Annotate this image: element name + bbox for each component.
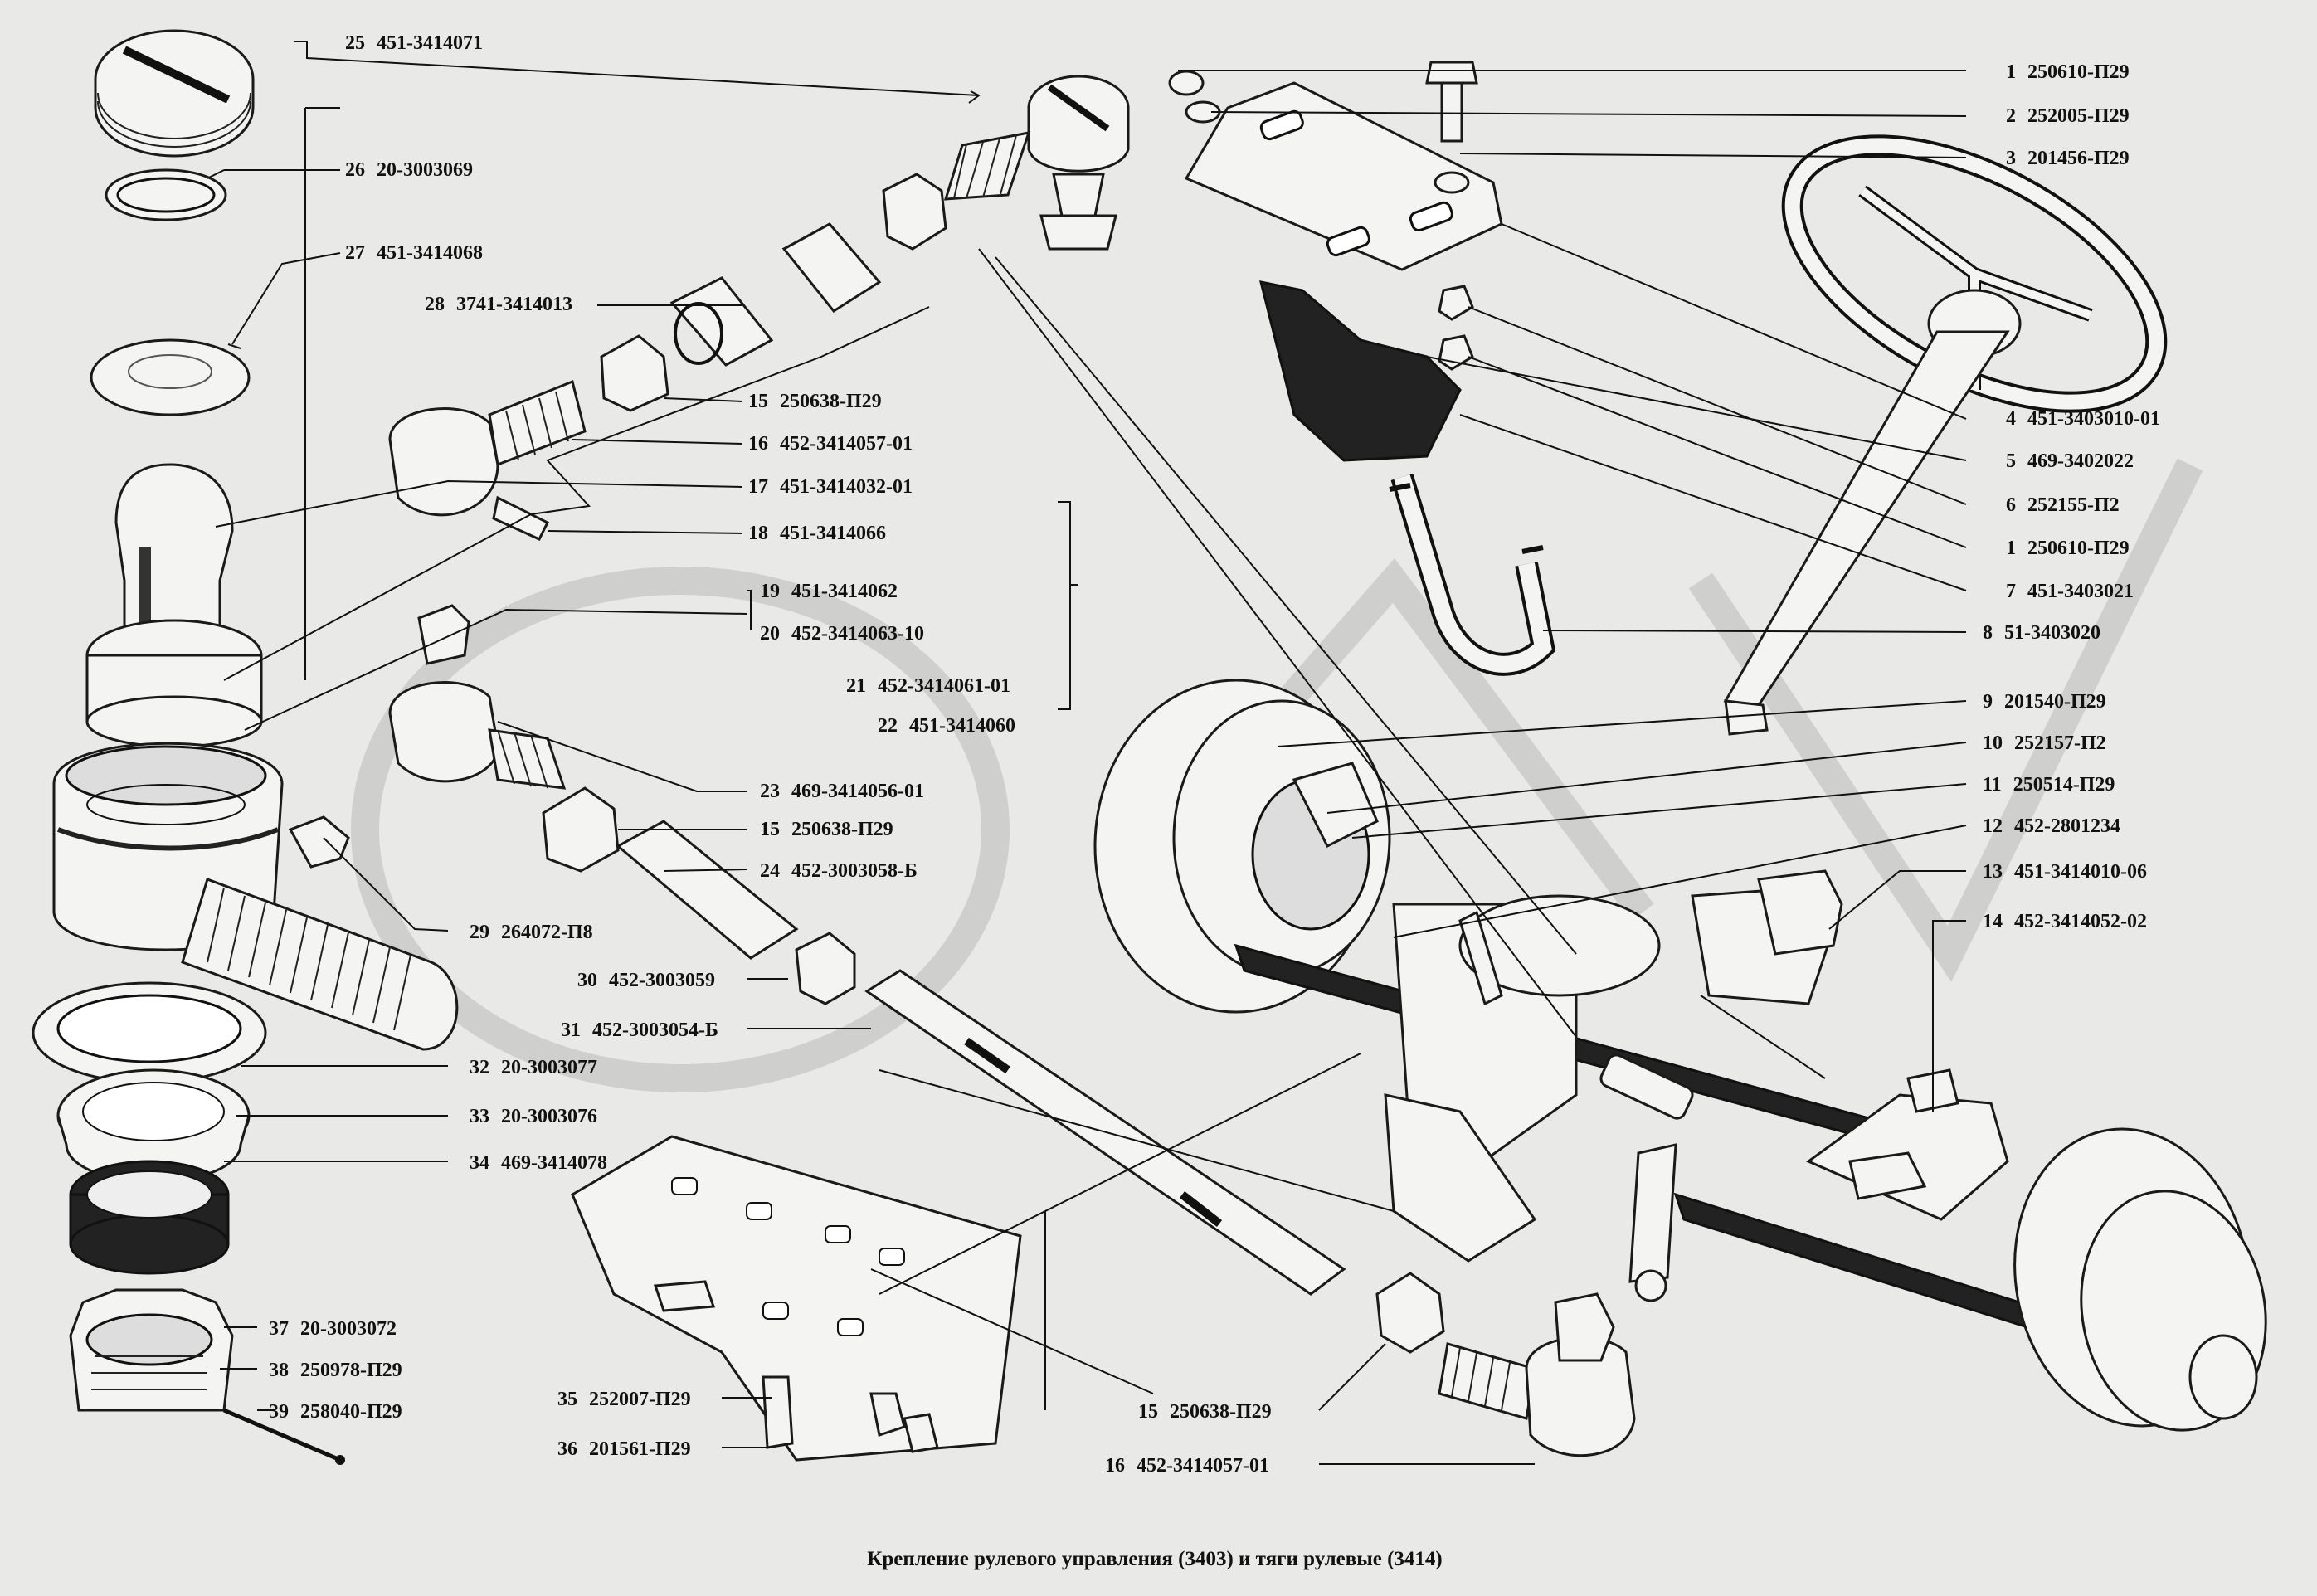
ball-joint-exploded [32, 29, 459, 1465]
steering-column [1168, 61, 2168, 736]
figure-caption: Крепление рулевого управления (3403) и т… [867, 1548, 1443, 1570]
front-axle [571, 679, 2267, 1462]
leader-lines [207, 41, 1967, 1465]
tie-rod-assembly [388, 75, 1636, 1457]
